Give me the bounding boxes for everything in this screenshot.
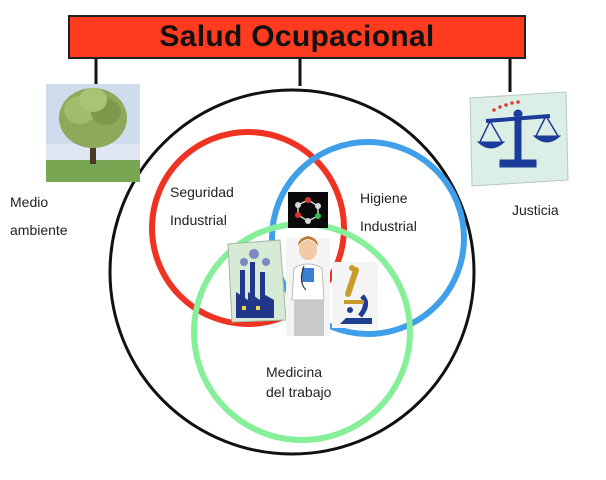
microscope-icon (332, 262, 378, 328)
connector-lines (94, 59, 512, 92)
label-higiene-industrial: Higiene Industrial (360, 190, 417, 234)
molecule-icon (288, 192, 328, 228)
label-medio-ambiente: Medio ambiente (10, 194, 68, 238)
higiene-circle (269, 139, 467, 337)
title-box: Salud Ocupacional (68, 15, 526, 59)
tree-icon (46, 84, 140, 182)
outer-circle (108, 88, 476, 456)
label-justicia: Justicia (512, 202, 559, 218)
page-title: Salud Ocupacional (159, 20, 435, 53)
label-seguridad-industrial: Seguridad Industrial (170, 184, 234, 228)
label-medicina-del-trabajo: Medicina del trabajo (266, 364, 332, 400)
factory-icon (227, 239, 287, 323)
doctor-icon (286, 236, 330, 336)
scales-of-justice-icon (469, 91, 569, 187)
seguridad-circle (149, 129, 347, 327)
